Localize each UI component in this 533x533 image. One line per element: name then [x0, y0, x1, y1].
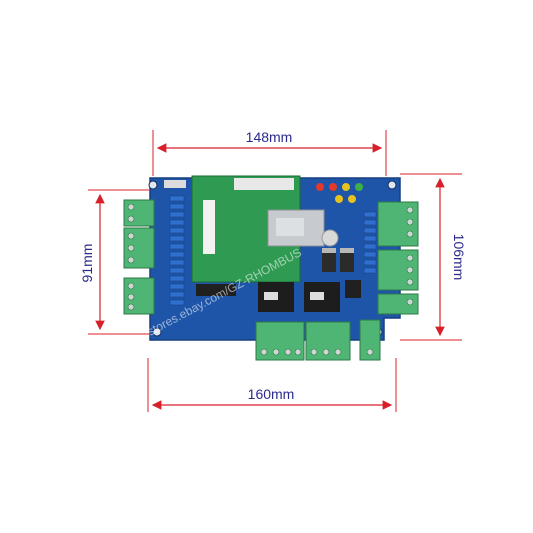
- dimension-top: 148mm: [152, 129, 387, 176]
- width-label-top: 148mm: [246, 129, 293, 145]
- controller-board: stores.ebay.com/GZ-RHOMBUS: [123, 175, 419, 361]
- terminal-block-left: [123, 199, 155, 315]
- status-led-yellow: [348, 195, 356, 203]
- voltage-regulator: [340, 252, 354, 272]
- dimension-bottom: 160mm: [147, 358, 397, 412]
- status-led-yellow: [335, 195, 343, 203]
- chip: [345, 280, 361, 298]
- resistor-array: [169, 195, 377, 306]
- daughter-board-label: [234, 178, 294, 190]
- dimension-right: 106mm: [400, 173, 467, 341]
- mount-hole: [152, 327, 162, 337]
- terminal-block-right: [377, 201, 419, 315]
- width-label-bottom: 160mm: [248, 386, 295, 402]
- dimension-left: 91mm: [79, 189, 150, 335]
- status-led-yellow: [342, 183, 350, 191]
- capacitor: [321, 229, 339, 247]
- terminal-block-bottom: [255, 319, 381, 361]
- status-led-green: [355, 183, 363, 191]
- mount-hole: [148, 180, 158, 190]
- height-label-right: 106mm: [451, 234, 467, 281]
- white-sticker: [203, 200, 215, 254]
- status-led-red: [329, 183, 337, 191]
- height-label-left: 91mm: [79, 244, 95, 283]
- ethernet-jack-label: [276, 218, 304, 236]
- status-led-red: [316, 183, 324, 191]
- voltage-regulator: [322, 252, 336, 272]
- mount-hole: [387, 180, 397, 190]
- chip: [196, 284, 236, 296]
- header-strip: [164, 180, 186, 188]
